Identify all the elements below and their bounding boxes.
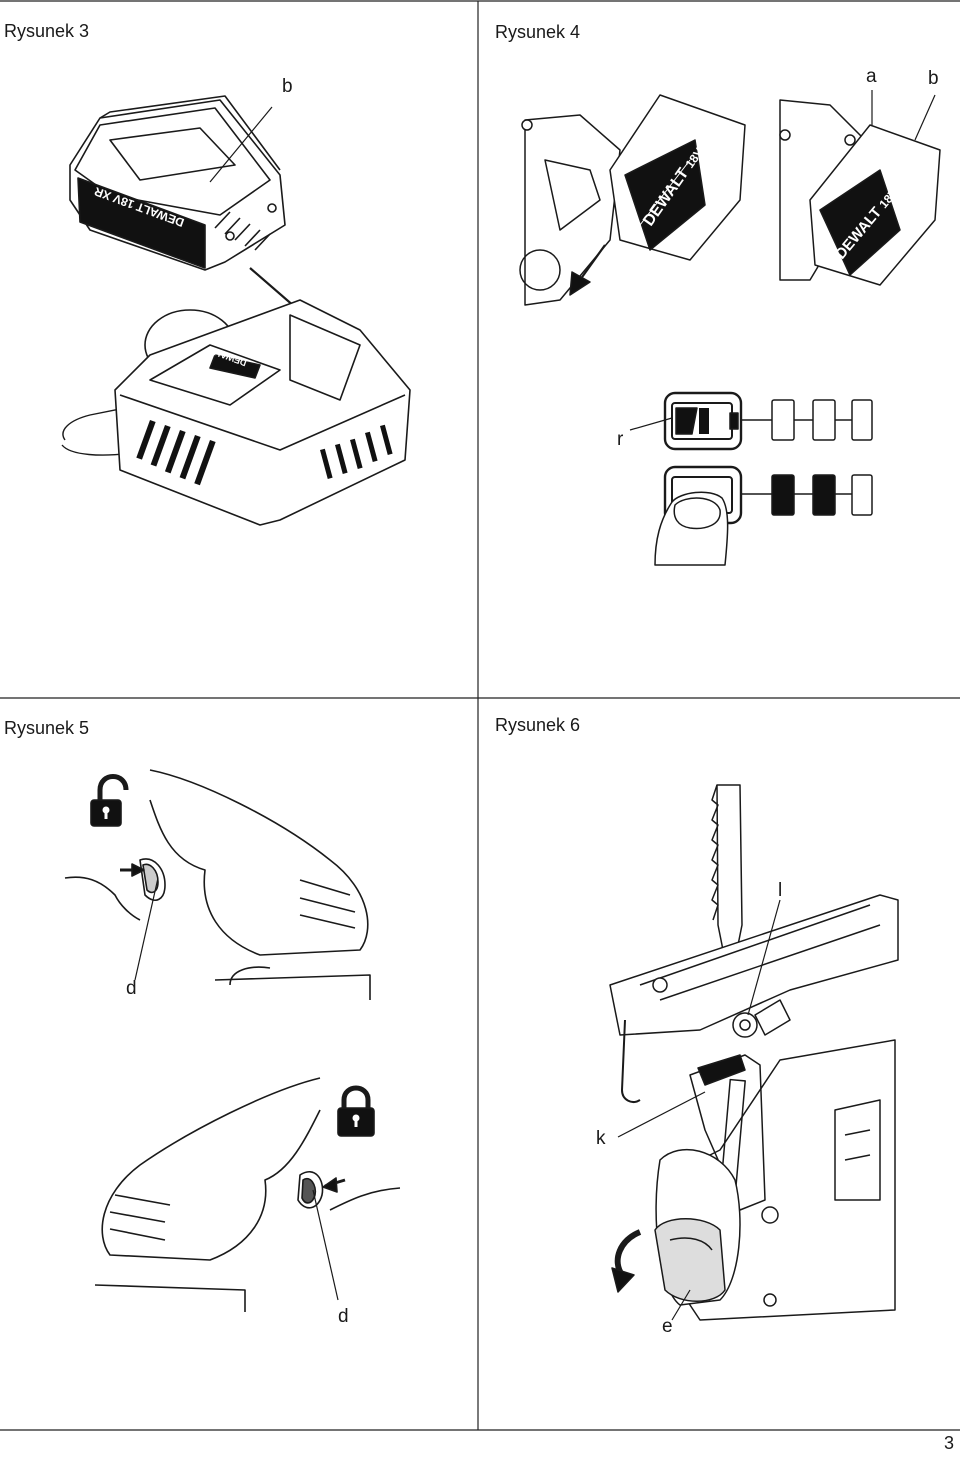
fig6-title: Rysunek 6 (495, 715, 581, 735)
fig4-callout-a: a (866, 66, 877, 87)
fig5-callout-d-top: d (126, 978, 137, 999)
page-number: 3 (943, 1433, 954, 1453)
locked-padlock-icon (337, 1085, 375, 1137)
battery-2 (809, 124, 941, 286)
fig6-callout-l: l (778, 880, 783, 901)
fig4-illustration (519, 90, 941, 566)
fig6-illustration (609, 784, 899, 1321)
battery-1 (609, 94, 746, 261)
fig4-callout-b: b (928, 68, 939, 89)
unlocked-padlock-icon (90, 774, 129, 827)
tool-body-left (519, 114, 621, 306)
fig4-callout-r: r (617, 429, 624, 450)
fig3-illustration (61, 95, 411, 526)
fuel-gauge-bottom (654, 465, 873, 566)
tool-bottom (94, 1077, 401, 1312)
slide-arrow (569, 244, 606, 296)
rotate-arrow-icon (611, 1229, 642, 1293)
fig6-callout-e: e (662, 1316, 673, 1337)
tool-top (64, 769, 371, 1000)
fig3-callout-b: b (282, 76, 293, 97)
fig3-title: Rysunek 3 (4, 21, 90, 41)
fig6-callout-k: k (596, 1128, 606, 1149)
clamp-lever (654, 1218, 726, 1302)
fig5-callout-d-bottom: d (338, 1306, 349, 1327)
fig5-title: Rysunek 5 (4, 718, 90, 738)
base-plate (609, 894, 899, 1103)
fig4-title: Rysunek 4 (495, 22, 581, 42)
charger (61, 299, 411, 526)
fuel-gauge-top (629, 391, 873, 451)
battery-pack (69, 95, 286, 271)
fig5-illustration (64, 769, 401, 1312)
